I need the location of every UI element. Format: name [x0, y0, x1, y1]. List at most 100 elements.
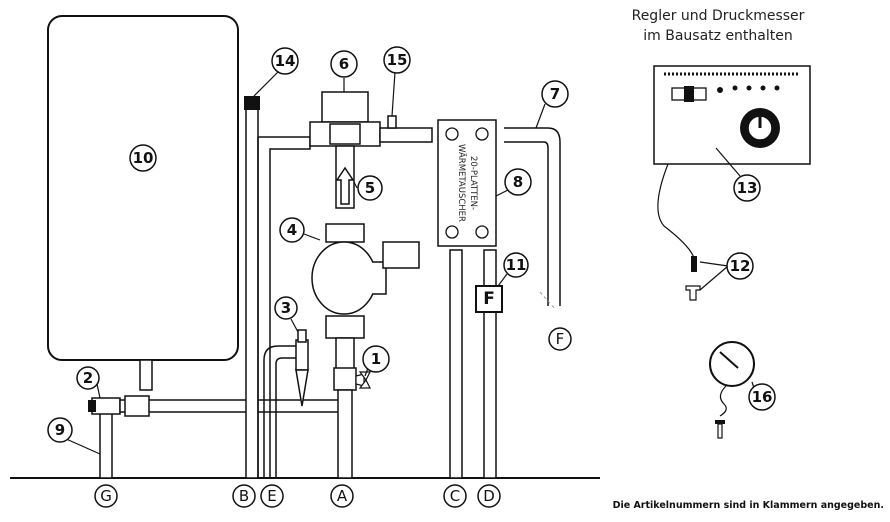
callout-4: [279, 217, 305, 243]
pipe-e-inner: [275, 357, 298, 478]
feed-line-top: [258, 136, 311, 478]
connection-c: [443, 484, 467, 508]
mixing-valve-core: [329, 123, 361, 145]
drain-valve: [91, 397, 121, 415]
hx-port-2: [475, 127, 489, 141]
connection-labels: A B C D E F G: [94, 327, 572, 508]
callout-15: [383, 46, 411, 74]
callout-5-number: 5: [365, 179, 375, 197]
pipe-a-upper: [335, 337, 355, 373]
pipe-7-inner: [504, 141, 549, 306]
callout-11-number: 11: [506, 256, 527, 274]
pipe-b: [245, 99, 259, 479]
connection-d: [477, 484, 501, 508]
callout-16-number: 16: [752, 388, 773, 406]
callout-15-number: 15: [387, 51, 408, 69]
pipe-g: [99, 409, 113, 479]
pressure-gauge-probe-head: [715, 420, 725, 424]
controller-led-2: [732, 85, 738, 91]
callout-10: [129, 144, 157, 172]
return-pipe: [119, 399, 350, 413]
connection-f: [548, 327, 572, 351]
callout-5: [357, 175, 383, 201]
callout-6-number: 6: [339, 55, 349, 73]
vent-cap-14: [244, 96, 260, 110]
connection-g-letter: G: [100, 487, 112, 505]
pressure-gauge-capillary: [719, 385, 727, 417]
callout-14-number: 14: [275, 52, 296, 70]
sensor-cable: [657, 163, 695, 259]
sensor-probe-head: [691, 256, 697, 272]
callout-2-number: 2: [83, 369, 93, 387]
pump-terminal-box: [382, 241, 420, 269]
leader-lines: [63, 71, 757, 455]
controller-led-5: [774, 85, 780, 91]
callout-16: [748, 383, 776, 411]
pump-body: [311, 241, 377, 315]
hx-label-line1: 20-PLATTEN-: [468, 156, 478, 210]
footer-note: Die Artikelnummern sind in Klammern ange…: [613, 500, 884, 511]
connection-b-letter: B: [239, 487, 249, 505]
kit-note-line1: Regler und Druckmesser: [632, 8, 805, 24]
callout-1-number: 1: [371, 350, 381, 368]
connection-c-letter: C: [450, 487, 460, 505]
relief-valve-top: [297, 329, 307, 343]
pressure-gauge-needle: [719, 351, 739, 369]
callout-12-number: 12: [730, 257, 751, 275]
callout-9-number: 9: [55, 421, 65, 439]
pipe-e-outer: [263, 345, 298, 478]
kit-note-line2: im Bausatz enthalten: [643, 28, 793, 44]
connection-f-letter: F: [556, 330, 565, 348]
controller-led-3: [746, 85, 752, 91]
callout-11: [503, 252, 529, 278]
connection-d-letter: D: [483, 487, 495, 505]
plate-heat-exchanger: [437, 119, 497, 247]
ball-valve-handle-lower: [358, 378, 371, 389]
connection-a-letter: A: [337, 487, 348, 505]
hx-port-4: [475, 225, 489, 239]
pump-motor: [372, 261, 387, 295]
controller-housing: [653, 65, 811, 165]
drain-valve-cap: [88, 400, 96, 412]
controller-led-1: [717, 87, 723, 93]
callout-10-number: 10: [133, 149, 154, 167]
callout-8: [504, 168, 532, 196]
callout-4-number: 4: [287, 221, 297, 239]
flow-marker-letter: F: [483, 289, 495, 309]
hx-port-1: [445, 127, 459, 141]
sensor-15: [387, 115, 397, 129]
callout-6: [330, 50, 358, 78]
callout-12: [726, 252, 754, 280]
hx-label-line2: WÄRMETAUSCHER: [456, 144, 467, 222]
pipe-c: [449, 249, 463, 479]
callout-3: [274, 296, 298, 320]
pressure-gauge-probe: [717, 423, 723, 439]
callout-9: [47, 417, 73, 443]
pipe-a: [337, 389, 353, 479]
sensor-probe-tip: [685, 285, 701, 301]
flow-marker-box: [475, 285, 503, 313]
relief-valve-stem: [295, 369, 309, 407]
flow-arrow: [335, 166, 355, 205]
callout-13-number: 13: [737, 179, 758, 197]
hx-port-3: [445, 225, 459, 239]
ball-valve-1: [333, 367, 357, 391]
pipe-d-upper: [483, 249, 497, 287]
callouts: 1 2 3 4 5 6 7 8 9 10 11 12 13 14 15 16: [47, 46, 776, 443]
pump-union-top: [325, 223, 365, 243]
connection-e-letter: E: [267, 487, 276, 505]
mixing-valve-actuator: [321, 91, 369, 123]
storage-tank: [47, 15, 239, 361]
callout-14: [271, 47, 299, 75]
hot-outlet-pipe: [379, 127, 433, 143]
pipe-7-break: [539, 291, 557, 311]
pipe-d: [483, 311, 497, 479]
pump-union-bottom: [325, 315, 365, 339]
connection-g: [94, 484, 118, 508]
callout-1: [362, 345, 390, 373]
callout-2: [76, 366, 100, 390]
connection-e: [260, 484, 284, 508]
callout-3-number: 3: [281, 299, 291, 317]
